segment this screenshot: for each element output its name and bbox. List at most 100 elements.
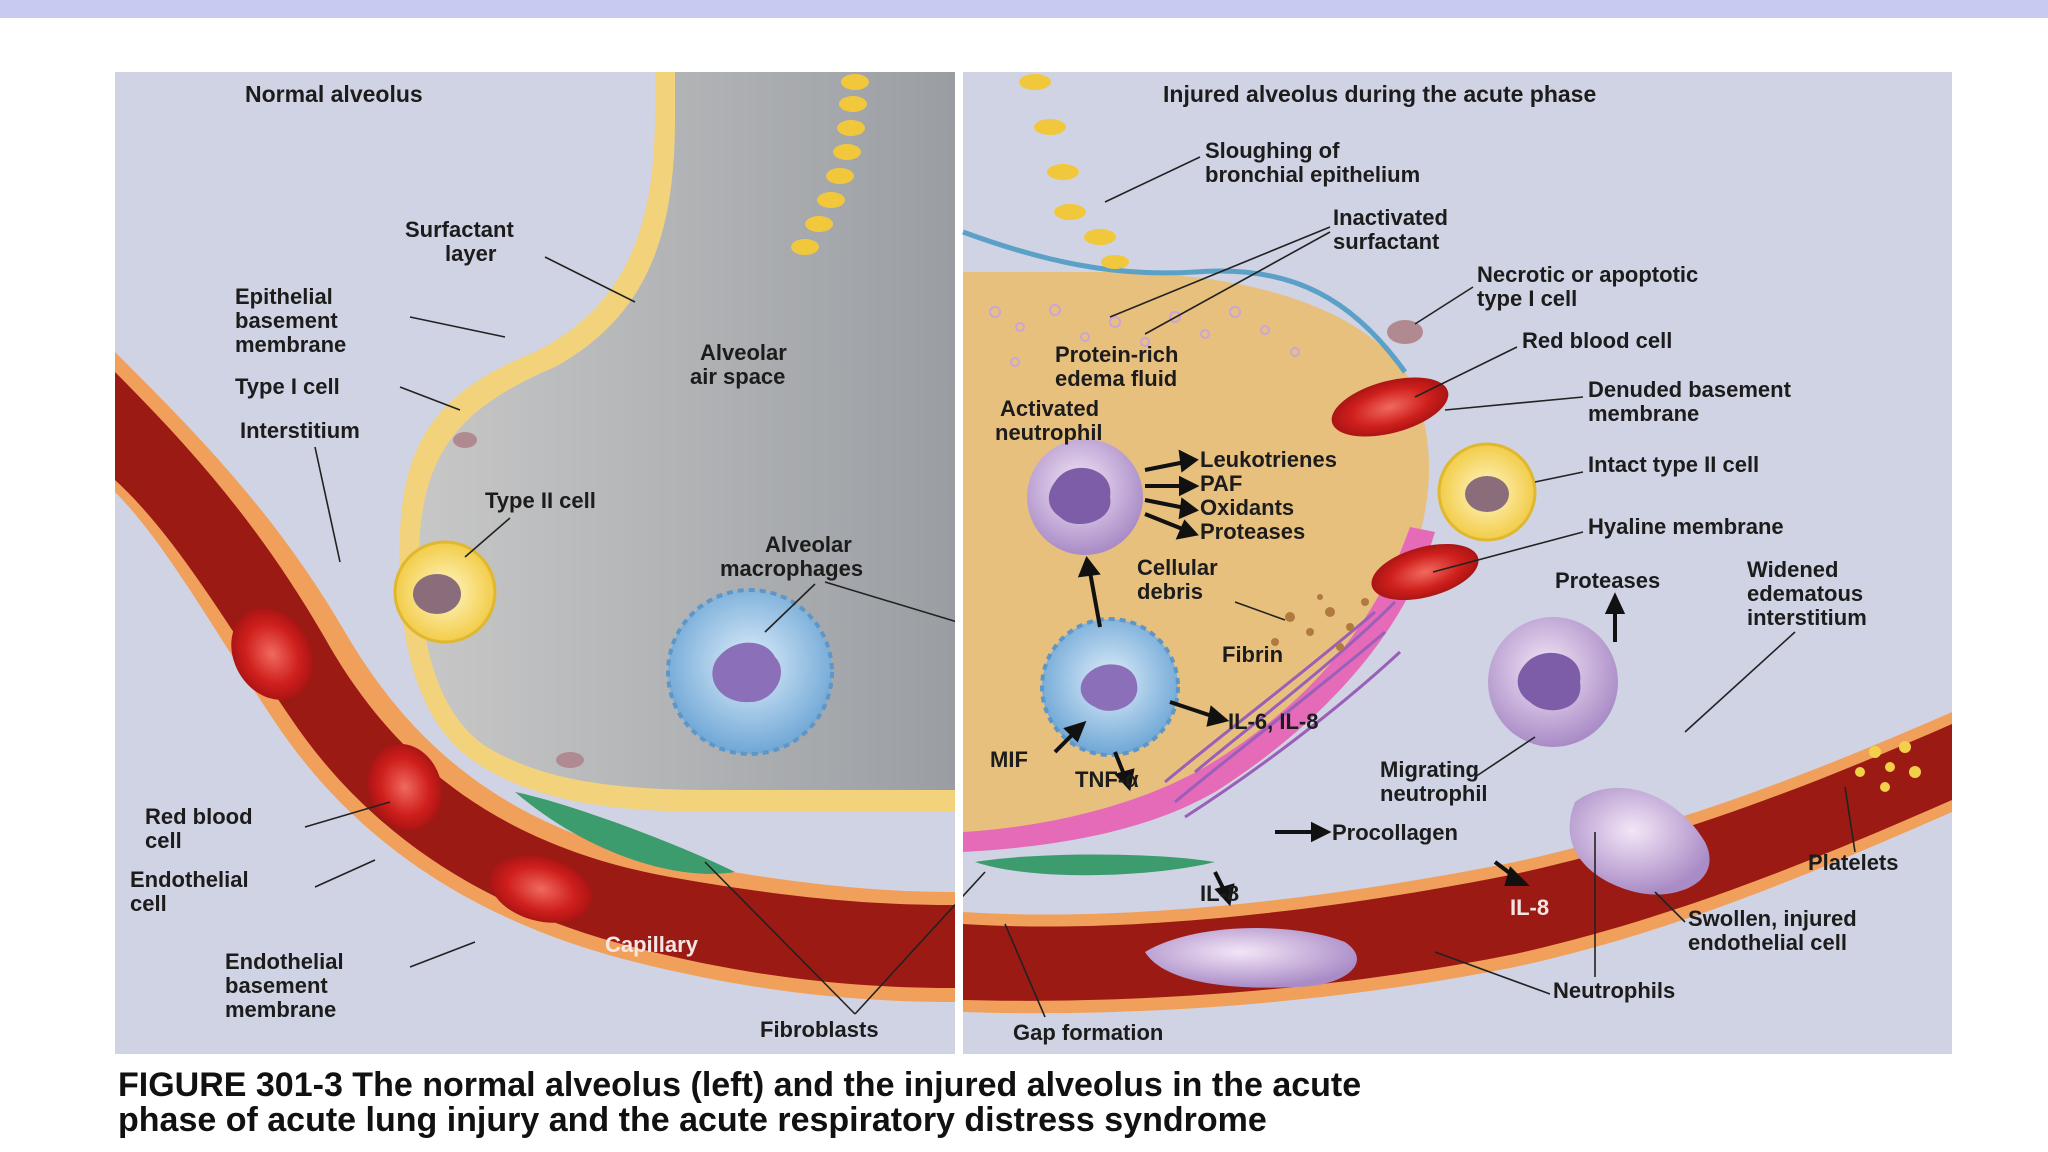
label-surfactant-layer-2: layer [445, 241, 497, 266]
label-macrophages-1: Alveolar [765, 532, 852, 557]
label-endothelial-bm-1: Endothelial [225, 949, 344, 974]
label-il6-il8: IL-6, IL-8 [1228, 709, 1318, 734]
leader-endothelial-bm [409, 941, 476, 968]
label-denuded-1: Denuded basement [1588, 377, 1792, 402]
leader-fibroblasts-right [854, 871, 986, 1015]
leader-macrophages-left [764, 583, 816, 633]
label-type-ii-cell: Type II cell [485, 488, 596, 513]
label-widened-1: Widened [1747, 557, 1838, 582]
label-protein-rich-1: Protein-rich [1055, 342, 1178, 367]
capillary-neutrophil [1569, 787, 1710, 895]
leader-platelets [1844, 786, 1856, 853]
label-tnf-alpha: TNF-α [1075, 767, 1139, 792]
leader-hyaline [1432, 531, 1584, 573]
label-widened-3: interstitium [1747, 605, 1867, 630]
leader-rbc [304, 801, 391, 828]
leader-type-i [399, 386, 461, 411]
label-macrophages-2: macrophages [720, 556, 863, 581]
migrating-neutrophil-nucleus [1517, 652, 1581, 711]
label-fibrin: Fibrin [1222, 642, 1283, 667]
label-capillary: Capillary [605, 932, 699, 957]
label-platelets: Platelets [1808, 850, 1899, 875]
label-interstitium: Interstitium [240, 418, 360, 443]
red-blood-cell [367, 743, 443, 831]
alveolar-red-blood-cell [1331, 377, 1449, 437]
label-activated-neutrophil-2: neutrophil [995, 420, 1103, 445]
label-necrotic-1: Necrotic or apoptotic [1477, 262, 1698, 287]
label-endothelial-bm-2: basement [225, 973, 328, 998]
caption-line-2: phase of acute lung injury and the acute… [118, 1101, 1267, 1139]
label-gap-formation: Gap formation [1013, 1020, 1163, 1045]
proteases-arrow [1604, 592, 1626, 642]
cellular-debris [1271, 594, 1369, 651]
leader-migrating [1474, 736, 1536, 778]
label-il8-b: IL-8 [1510, 895, 1549, 920]
label-rbc-2: cell [145, 828, 182, 853]
normal-alveolus-title: Normal alveolus [245, 81, 423, 107]
label-epithelial-bm-2: basement [235, 308, 338, 333]
label-epithelial-bm-3: membrane [235, 332, 346, 357]
label-intact-type-ii: Intact type II cell [1588, 452, 1759, 477]
mediator-arrows [1077, 449, 1200, 628]
label-leukotrienes: Leukotrienes [1200, 447, 1337, 472]
label-swollen-1: Swollen, injured [1688, 906, 1857, 931]
label-sloughing-2: bronchial epithelium [1205, 162, 1420, 187]
activated-neutrophil-nucleus [1048, 467, 1111, 525]
red-blood-cell [231, 608, 313, 700]
normal-alveolus-panel: Normal alveolus Surfactant layer Epithel… [115, 72, 1041, 1042]
type-ii-cell-nucleus [413, 574, 461, 614]
label-activated-neutrophil-1: Activated [1000, 396, 1099, 421]
label-mif: MIF [990, 747, 1028, 772]
alveolar-air-space [419, 72, 955, 790]
label-inactivated-2: surfactant [1333, 229, 1440, 254]
fibroblast [515, 792, 735, 874]
label-necrotic-2: type I cell [1477, 286, 1577, 311]
label-epithelial-bm-1: Epithelial [235, 284, 333, 309]
leader-alveolar-rbc [1414, 346, 1518, 398]
injured-alveolus-title: Injured alveolus during the acute phase [1163, 81, 1596, 107]
label-sloughing-1: Sloughing of [1205, 138, 1340, 163]
panel-divider [955, 72, 963, 1054]
bronchial-epithelium-normal [791, 74, 869, 255]
leader-necrotic [1414, 286, 1474, 325]
leader-inactivated-b [1144, 231, 1331, 335]
intact-type-ii-nucleus [1465, 476, 1509, 512]
label-endothelial-cell-1: Endothelial [130, 867, 249, 892]
inactivated-surfactant [989, 304, 1300, 367]
type-i-cell [453, 432, 477, 448]
leader-denuded [1444, 396, 1584, 411]
label-rbc-1: Red blood [145, 804, 253, 829]
injured-fibroblast [975, 854, 1215, 876]
macrophage-nucleus [712, 642, 781, 703]
label-paf: PAF [1200, 471, 1242, 496]
caption-line-1: FIGURE 301-3 The normal alveolus (left) … [118, 1066, 1362, 1104]
leader-surfactant [544, 256, 636, 303]
leader-fibroblasts-left [704, 861, 856, 1015]
label-surfactant-layer-1: Surfactant [405, 217, 514, 242]
label-il8-a: IL-8 [1200, 881, 1239, 906]
leader-inactivated-a [1109, 226, 1331, 318]
label-proteases-mediator: Proteases [1200, 519, 1305, 544]
label-swollen-2: endothelial cell [1688, 930, 1847, 955]
leader-swollen [1654, 891, 1686, 923]
leader-gap [1004, 923, 1046, 1018]
injured-epithelial-edge [962, 229, 1408, 374]
necrotic-type-i-cell [1387, 320, 1423, 344]
leader-intact-type-ii [1534, 471, 1584, 483]
alveolus-diagram-svg: Normal alveolus Surfactant layer Epithel… [115, 72, 1952, 1054]
red-blood-cell [490, 855, 592, 923]
label-denuded-2: membrane [1588, 401, 1699, 426]
label-procollagen: Procollagen [1332, 820, 1458, 845]
fibrin-strands [1164, 600, 1402, 819]
platelets [1855, 741, 1921, 792]
label-migrating-1: Migrating [1380, 757, 1479, 782]
injured-alveolus-panel: Injured alveolus during the acute phase … [962, 72, 1952, 1045]
label-alveolar-rbc: Red blood cell [1522, 328, 1672, 353]
label-widened-2: edematous [1747, 581, 1863, 606]
capillary-neutrophil [1145, 928, 1357, 988]
leader-neutrophils-a [1434, 951, 1551, 995]
label-endothelial-bm-3: membrane [225, 997, 336, 1022]
label-cellular-debris-2: debris [1137, 579, 1203, 604]
top-banner-strip [0, 0, 2048, 18]
label-proteases: Proteases [1555, 568, 1660, 593]
